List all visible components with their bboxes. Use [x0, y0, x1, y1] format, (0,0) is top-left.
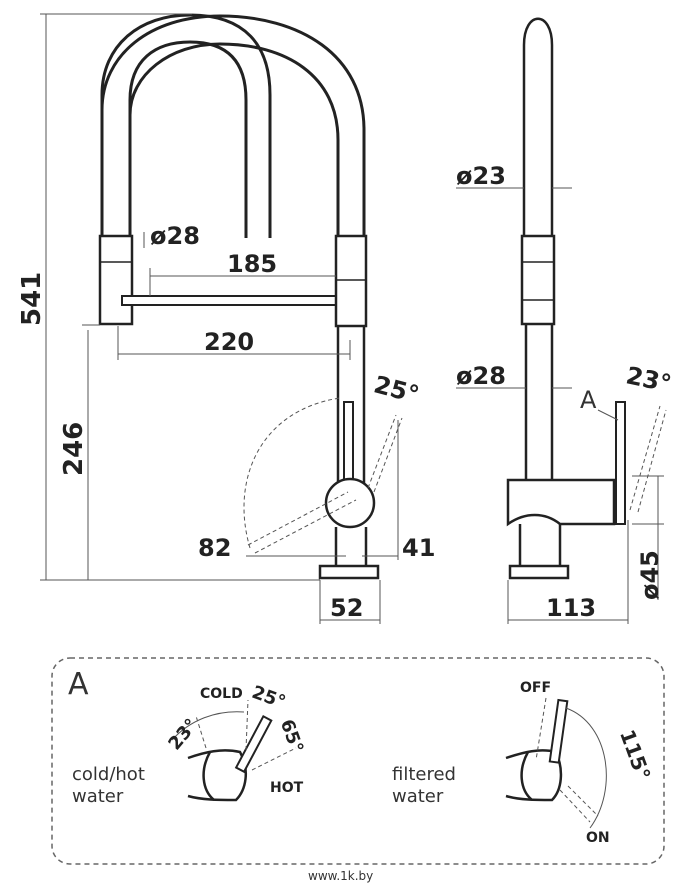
label-hot: HOT	[270, 780, 304, 796]
side-body	[506, 478, 616, 527]
label-cold: COLD	[200, 686, 243, 702]
dim-base-width: 52	[330, 594, 363, 622]
mixer-left-lever	[234, 714, 273, 774]
mixer-right-lever	[548, 698, 569, 764]
front-base	[318, 564, 380, 580]
front-spray-head	[98, 234, 134, 326]
side-hose	[522, 17, 554, 236]
front-gooseneck	[100, 13, 272, 238]
dim-depth: 113	[546, 594, 596, 622]
dim-body-diameter: ø28	[456, 362, 506, 390]
label-angle-115: 115°	[615, 726, 655, 783]
dim-handle-offset: 41	[402, 534, 435, 562]
front-spout-arm	[121, 295, 337, 306]
front-column-sleeve	[334, 234, 368, 328]
label-angle-65: 65°	[276, 717, 307, 756]
dim-lever-angle: 23°	[624, 361, 674, 398]
front-hose-inner	[128, 42, 340, 238]
front-gooseneck-inner	[128, 40, 248, 238]
front-hose-outer	[100, 14, 366, 238]
dim-base-diameter: ø45	[636, 550, 664, 600]
dim-height-total: 541	[17, 272, 47, 326]
dim-handle-reach: 82	[198, 534, 231, 562]
mixer-left-body	[187, 749, 248, 802]
side-lever	[615, 401, 626, 525]
caption-filtered-line2: water	[392, 786, 444, 807]
dim-reach-outer: 220	[204, 328, 254, 356]
dim-reach-inner: 185	[227, 250, 277, 278]
caption-filtered-line1: filtered	[392, 764, 456, 785]
front-view: 541 246 ø28 185 220 25° 82 41 52	[17, 13, 435, 624]
detail-marker-a: A	[580, 386, 597, 414]
detail-a-frame	[51, 657, 665, 865]
mixer-right-body	[505, 749, 563, 802]
front-swing-arc	[243, 397, 341, 549]
label-off: OFF	[520, 680, 551, 696]
side-base	[508, 564, 570, 580]
side-view: ø23 ø28 23° A ø45 113	[456, 17, 674, 624]
detail-a-title: A	[68, 667, 89, 702]
dim-hose-diameter: ø23	[456, 162, 506, 190]
label-on: ON	[586, 830, 610, 846]
detail-a-panel: A cold/hot water COLD 23° 25° 65° HOT fi…	[51, 657, 665, 865]
front-handle-lever	[343, 401, 354, 485]
dim-swivel-angle: 25°	[371, 370, 422, 409]
watermark: www.1k.by	[308, 869, 373, 883]
caption-cold-hot-line1: cold/hot	[72, 764, 145, 785]
dim-head-diameter: ø28	[150, 222, 200, 250]
label-angle-25: 25°	[249, 682, 288, 713]
dim-height-spout: 246	[59, 422, 89, 476]
caption-cold-hot-line2: water	[72, 786, 124, 807]
side-sleeve	[520, 234, 556, 326]
